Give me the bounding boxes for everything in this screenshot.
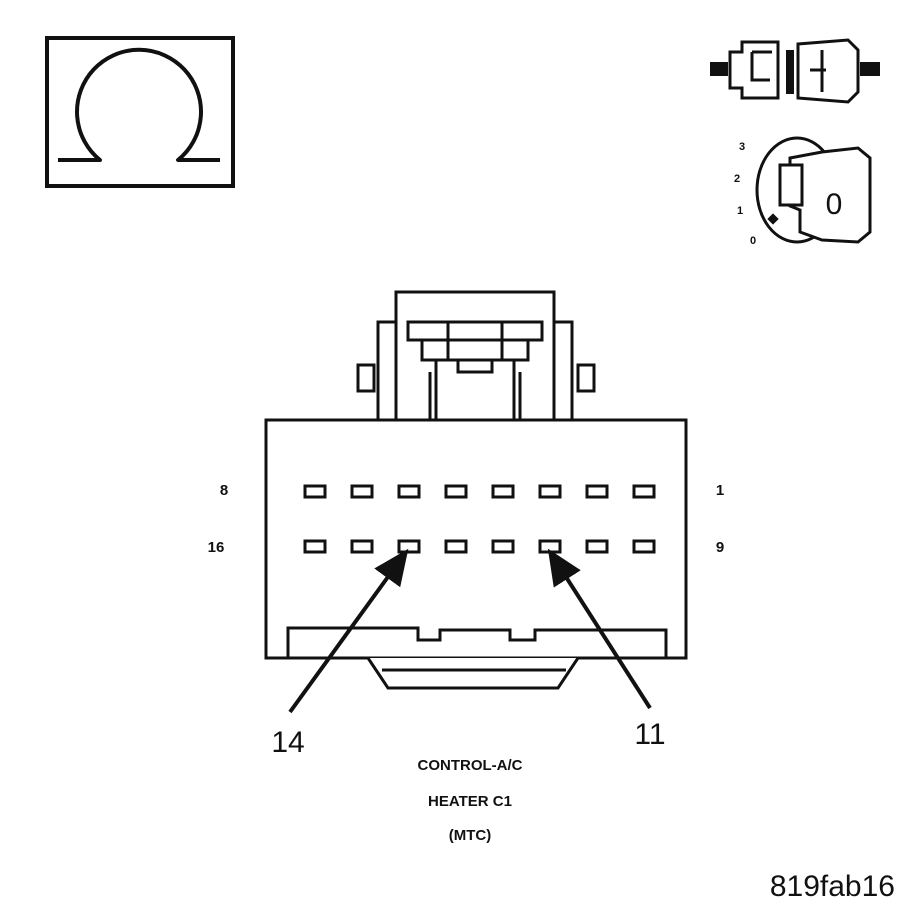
pin-cavity: [491, 539, 515, 554]
pin-cavity: [397, 484, 421, 499]
pin-cavity: [397, 539, 421, 554]
ignition-position-3: 3: [739, 141, 745, 153]
pin-cavity: [350, 484, 374, 499]
ignition-key-icon: 3 2 1 0 0: [734, 136, 872, 247]
pin-cavity: [538, 539, 562, 554]
pin-cavity: [632, 484, 656, 499]
pin-cavity: [585, 484, 609, 499]
caption-line-3: (MTC): [449, 827, 491, 844]
row2-right-label: 9: [716, 539, 724, 556]
ignition-position-1: 1: [737, 205, 743, 217]
row2-left-label: 16: [208, 539, 225, 556]
row1-right-label: 1: [716, 482, 724, 499]
figure-reference: 819fab16: [770, 870, 895, 903]
pin-cavity: [585, 539, 609, 554]
pin-cavity: [444, 484, 468, 499]
callout-label-11: 11: [634, 718, 665, 751]
callout-arrow-14: [288, 548, 409, 714]
pin-cavity: [632, 539, 656, 554]
ignition-key-label: 0: [826, 188, 843, 221]
caption-line-1: CONTROL-A/C: [418, 757, 523, 774]
caption-line-2: HEATER C1: [428, 793, 512, 810]
callout-arrow-11: [547, 548, 652, 710]
pin-cavity: [350, 539, 374, 554]
callout-label-14: 14: [271, 726, 304, 759]
pin-cavities: [303, 484, 656, 554]
ignition-position-0: 0: [750, 235, 756, 247]
row1-left-label: 8: [220, 482, 228, 499]
pin-cavity: [303, 539, 327, 554]
pin-cavity: [491, 484, 515, 499]
pin-cavity: [303, 484, 327, 499]
pin-cavity: [538, 484, 562, 499]
connector-disconnect-icon: [710, 38, 880, 104]
connector-body: [264, 290, 688, 690]
ohmmeter-icon: [45, 36, 235, 188]
pin-cavity: [444, 539, 468, 554]
ignition-position-2: 2: [734, 173, 740, 185]
